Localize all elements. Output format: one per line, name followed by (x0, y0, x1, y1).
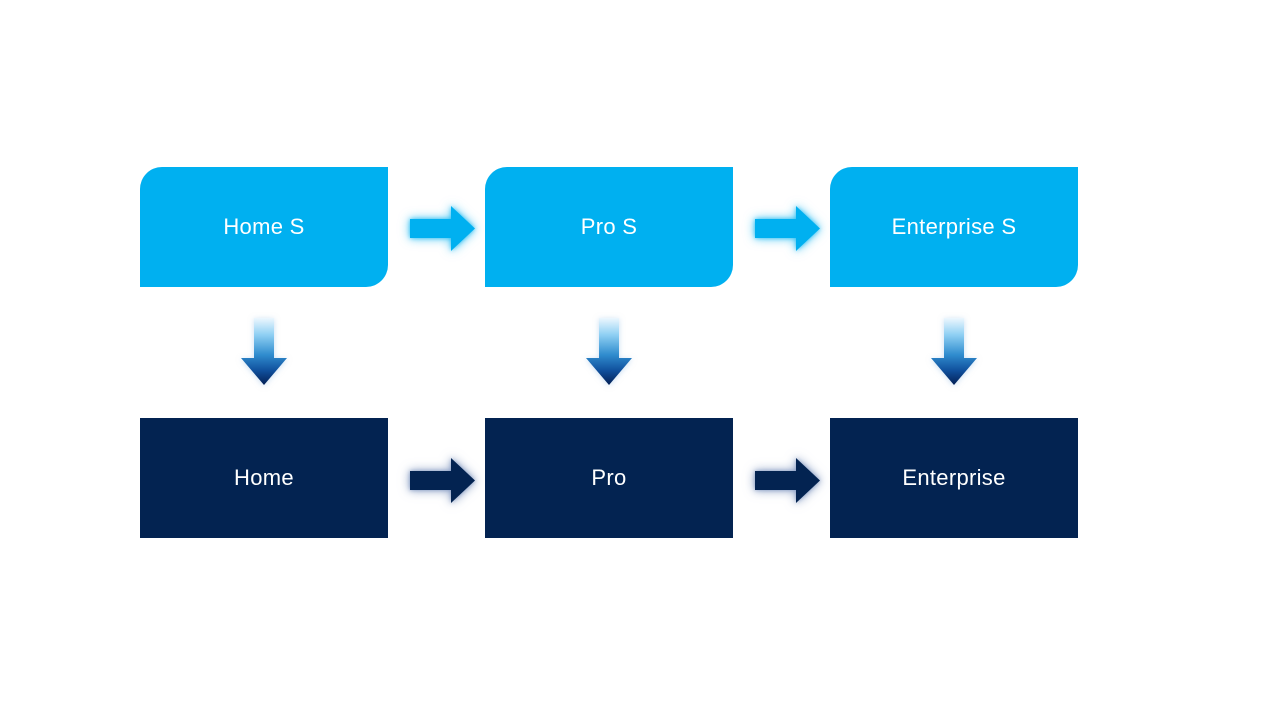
down-arrow-icon (931, 318, 977, 385)
box-enterprise: Enterprise (830, 418, 1078, 538)
box-enterprise-label: Enterprise (902, 465, 1006, 490)
box-enterprise-s: Enterprise S (830, 167, 1078, 287)
right-arrow-icon (410, 206, 475, 251)
box-home-s: Home S (140, 167, 388, 287)
box-pro-label: Pro (591, 465, 627, 490)
box-pro: Pro (485, 418, 733, 538)
box-enterprise-s-label: Enterprise S (891, 214, 1017, 239)
box-home: Home (140, 418, 388, 538)
right-arrow-icon (410, 458, 475, 503)
right-arrow-icon (755, 458, 820, 503)
down-arrow-icon (586, 318, 632, 385)
down-arrow-icon (241, 318, 287, 385)
box-home-s-label: Home S (223, 214, 305, 239)
box-pro-s-label: Pro S (580, 214, 638, 239)
right-arrow-icon (755, 206, 820, 251)
box-home-label: Home (234, 465, 294, 490)
box-pro-s: Pro S (485, 167, 733, 287)
